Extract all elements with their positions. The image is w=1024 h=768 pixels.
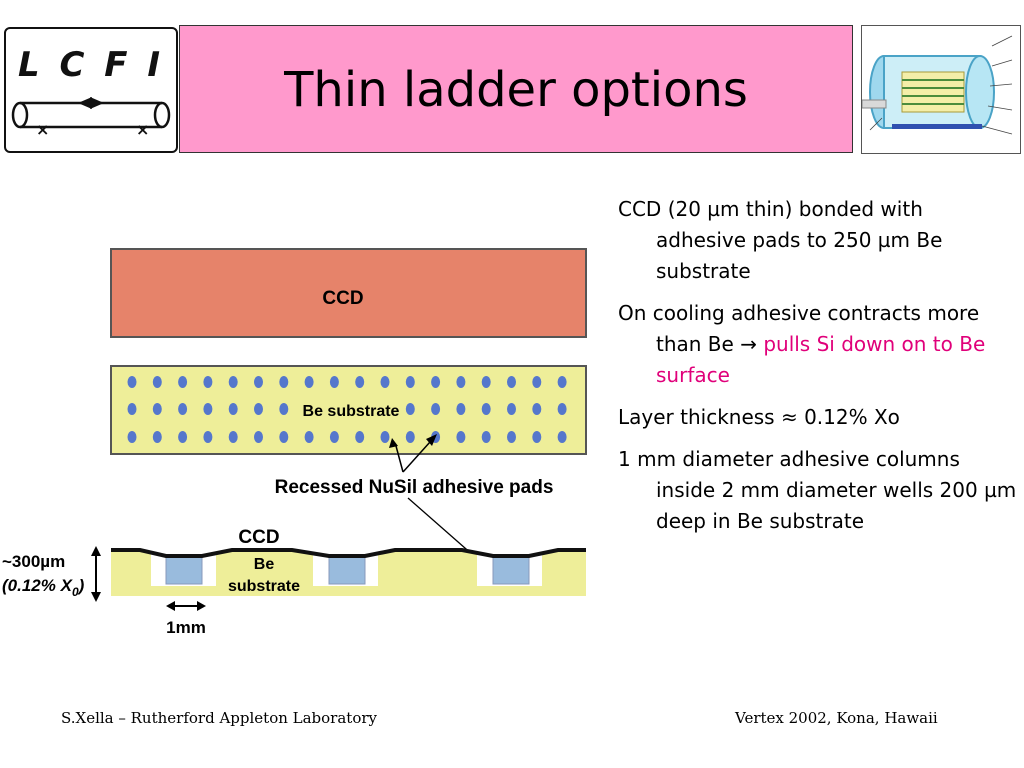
adhesive-pad-dot	[557, 431, 567, 443]
adhesive-pad-dot	[431, 403, 441, 415]
vertex-detector-illustration	[861, 26, 1020, 153]
adhesive-pad-dot	[557, 403, 567, 415]
adhesive-pad-dot	[481, 376, 491, 388]
scale-label: 1mm	[166, 618, 206, 637]
detector-image	[861, 25, 1021, 154]
svg-text:×: ×	[36, 120, 49, 139]
ccd-cross-line	[111, 548, 586, 558]
adhesive-pad-dot	[152, 403, 162, 415]
adhesive-pad-dot	[152, 431, 162, 443]
bullet-3: Layer thickness ≈ 0.12% Xo	[618, 405, 900, 429]
arrow-icon: →	[740, 332, 757, 356]
adhesive-pad-dot	[456, 403, 466, 415]
adhesive-pad-dot	[329, 431, 339, 443]
scale-arrow-left	[166, 601, 175, 611]
adhesive-pad-dot	[456, 376, 466, 388]
adhesive-pad-dot	[304, 431, 314, 443]
adhesive-pad-dot	[507, 403, 516, 415]
adhesive-pad-dot	[254, 431, 263, 443]
adhesive-pad-dot	[304, 376, 314, 388]
adhesive-pad-dot	[178, 403, 188, 415]
adhesive-pad-dot	[279, 431, 289, 443]
adhesive-pad-dot	[431, 376, 441, 388]
adhesive-pad-dot	[254, 403, 263, 415]
adhesive-pad-dot	[355, 376, 365, 388]
adhesive-pad-dot	[405, 376, 415, 388]
adhesive-pad-dot	[127, 376, 137, 388]
ccd-layer-label: CCD	[322, 288, 363, 309]
ccd-cross-label: CCD	[238, 527, 279, 548]
adhesive-pad-dot	[279, 376, 289, 388]
adhesive-pad-dot	[152, 376, 162, 388]
title-banner: Thin ladder options	[179, 25, 853, 153]
adhesive-pad-dot	[405, 403, 415, 415]
adhesive-pad-dot	[532, 376, 542, 388]
svg-text:×: ×	[136, 120, 149, 139]
adhesive-pad-dot	[481, 403, 491, 415]
adhesive-pad-dot	[254, 376, 263, 388]
thickness-arrow-down	[91, 592, 101, 602]
adhesive-pad-dot	[127, 431, 137, 443]
adhesive-pad-dot	[557, 376, 567, 388]
adhesive-pad-dot	[507, 431, 516, 443]
pad-pointer-left	[395, 445, 404, 473]
footer-author: S.Xella – Rutherford Appleton Laboratory	[61, 709, 378, 727]
adhesive-pad-dots	[127, 376, 567, 443]
adhesive-pad-dot	[481, 431, 491, 443]
bullet-4: 1 mm diameter adhesive columns inside 2 …	[618, 447, 1017, 533]
adhesive-pad-dot	[380, 376, 390, 388]
bullet-list: CCD (20 µm thin) bonded with adhesive pa…	[618, 194, 1018, 548]
ladder-diagram: CCD Be substrate Recessed NuSil adhesive…	[2, 248, 587, 637]
bullet-1: CCD (20 µm thin) bonded with adhesive pa…	[618, 197, 943, 283]
be-substrate-label: Be substrate	[303, 403, 400, 420]
ccd-layer	[110, 248, 587, 338]
adhesive-pad-dot	[380, 431, 390, 443]
be-cross-label-2: substrate	[228, 578, 300, 595]
adhesive-pad-dot	[355, 431, 365, 443]
pads-label: Recessed NuSil adhesive pads	[275, 477, 554, 498]
adhesive-pad-dot	[203, 403, 213, 415]
logo-beam-graphic: × ×	[11, 97, 171, 139]
adhesive-pad-dot	[178, 376, 188, 388]
footer-conference: Vertex 2002, Kona, Hawaii	[735, 709, 938, 727]
pad-pointer-left-head	[389, 438, 398, 448]
be-cross-label-1: Be	[254, 556, 275, 573]
adhesive-pad-dot	[507, 376, 516, 388]
x0-label: (0.12% X0)	[2, 576, 85, 599]
bullet-2-highlight: pulls Si down on to Be surface	[656, 332, 986, 387]
pad-pointer-right	[402, 441, 431, 473]
adhesive-pad-dot	[228, 376, 238, 388]
thickness-label: ~300µm	[2, 552, 65, 571]
adhesive-pad-dot	[228, 431, 238, 443]
pad-pointer-right-head	[426, 434, 437, 446]
thickness-arrow-up	[91, 546, 101, 556]
adhesive-pad-dot	[532, 403, 542, 415]
adhesive-pad-dot	[456, 431, 466, 443]
adhesive-pad-dot	[178, 431, 188, 443]
adhesive-pad-dot	[532, 431, 542, 443]
be-label-backdrop	[300, 397, 400, 419]
logo-text: L C F I	[17, 45, 164, 85]
adhesive-pad-dot	[329, 376, 339, 388]
adhesive-pad-dot	[127, 403, 137, 415]
slide-title: Thin ladder options	[284, 62, 748, 118]
scale-arrow-right	[197, 601, 206, 611]
adhesive-pad-dot	[279, 403, 289, 415]
adhesive-pad-dot	[228, 403, 238, 415]
adhesive-pad-dot	[405, 431, 415, 443]
lcfi-logo: L C F I × ×	[4, 27, 178, 153]
adhesive-pad-dot	[203, 376, 213, 388]
bullet-2: On cooling adhesive contracts more than …	[618, 301, 986, 387]
adhesive-pad-dot	[203, 431, 213, 443]
